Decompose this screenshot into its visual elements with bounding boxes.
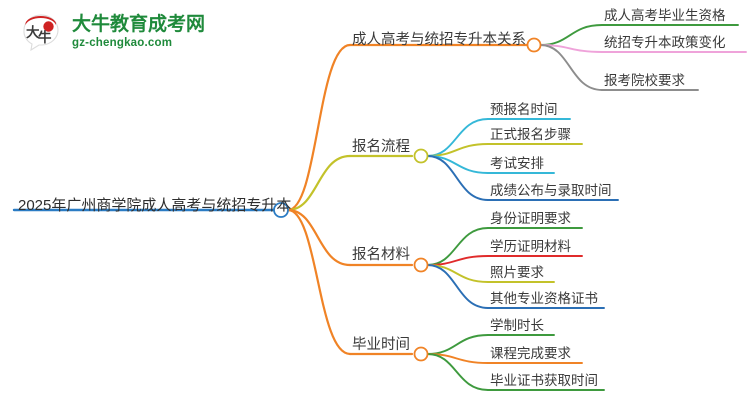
leaf-label-3-2[interactable]: 毕业证书获取时间 (490, 373, 598, 388)
leaf-label-0-2[interactable]: 报考院校要求 (604, 73, 685, 88)
root-label[interactable]: 2025年广州商学院成人高考与统招专升本 (18, 197, 292, 214)
leaf-label-0-0[interactable]: 成人高考毕业生资格 (604, 8, 726, 23)
leaf-edge-1-3 (426, 155, 489, 201)
leaf-edge-2-1 (426, 255, 489, 266)
branch-node-3[interactable] (413, 346, 429, 362)
daniu-logo-mark: 大 牛 (18, 12, 64, 52)
leaf-label-1-2[interactable]: 考试安排 (490, 156, 544, 171)
logo-red-arc (25, 16, 56, 25)
leaf-label-3-1[interactable]: 课程完成要求 (490, 346, 571, 361)
leaf-label-0-1[interactable]: 统招专升本政策变化 (604, 35, 726, 50)
branch-node-2[interactable] (413, 257, 429, 273)
branch-label-2[interactable]: 报名材料 (352, 247, 410, 263)
leaf-label-2-0[interactable]: 身份证明要求 (490, 211, 571, 226)
leaf-edge-0-2 (539, 44, 603, 91)
branch-edge-2 (286, 208, 352, 267)
leaf-label-2-1[interactable]: 学历证明材料 (490, 239, 571, 254)
leaf-label-1-0[interactable]: 预报名时间 (490, 102, 558, 117)
branch-edge-0 (286, 43, 352, 212)
leaf-edge-2-3 (426, 264, 489, 309)
branch-node-0[interactable] (526, 37, 542, 53)
logo-red-dot (43, 21, 54, 32)
mindmap-nodes (273, 37, 542, 362)
branch-label-0[interactable]: 成人高考与统招专升本关系 (352, 32, 526, 48)
logo-glyph-niu: 牛 (38, 29, 52, 46)
logo-text-group: 大牛教育成考网 gz-chengkao.com (72, 15, 205, 50)
branch-label-1[interactable]: 报名流程 (352, 139, 410, 155)
leaf-label-1-3[interactable]: 成绩公布与录取时间 (490, 183, 612, 198)
branch-label-3[interactable]: 毕业时间 (352, 337, 410, 353)
leaf-edge-3-0 (426, 334, 489, 355)
branch-edge-1 (286, 154, 352, 212)
logo-subtitle: gz-chengkao.com (72, 36, 173, 49)
logo-glyph-da: 大 (26, 24, 40, 41)
logo-mark-svg: 大 牛 (23, 14, 59, 52)
site-logo[interactable]: 大 牛 大牛教育成考网 gz-chengkao.com (18, 12, 205, 52)
leaf-edge-3-2 (426, 353, 489, 391)
leaf-label-3-0[interactable]: 学制时长 (490, 318, 544, 333)
branch-node-1[interactable] (413, 148, 429, 164)
mindmap-edges (12, 24, 747, 391)
root-node[interactable] (273, 202, 289, 218)
branch-edge-3 (286, 208, 352, 356)
leaf-edge-0-0 (539, 24, 603, 46)
leaf-label-1-1[interactable]: 正式报名步骤 (490, 127, 571, 142)
leaf-label-2-2[interactable]: 照片要求 (490, 265, 544, 280)
logo-title: 大牛教育成考网 (72, 13, 206, 35)
leaf-label-2-3[interactable]: 其他专业资格证书 (490, 291, 598, 306)
